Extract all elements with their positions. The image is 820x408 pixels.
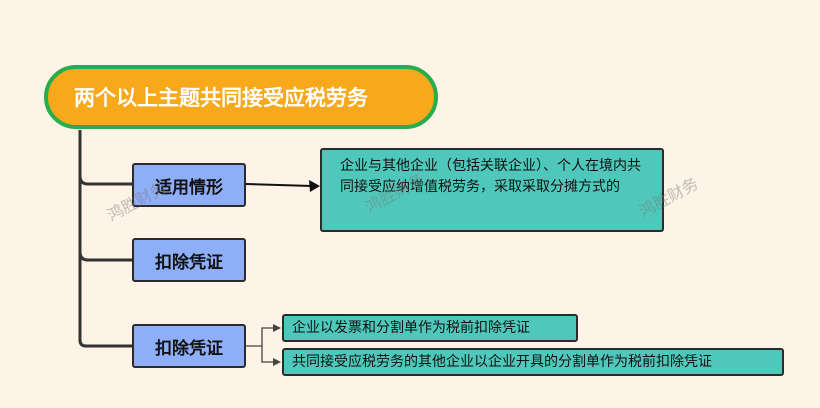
node-applicable-label: 适用情形 bbox=[155, 177, 223, 198]
node-applicable: 适用情形 bbox=[132, 163, 246, 207]
branch-applicable bbox=[78, 175, 132, 186]
note-deduction-b: 共同接受应税劳务的其他企业以企业开具的分割单作为税前扣除凭证 bbox=[282, 348, 784, 376]
branch-deduction-1 bbox=[78, 251, 132, 262]
fork-down bbox=[261, 346, 274, 363]
diagram-title: 两个以上主题共同接受应税劳务 bbox=[44, 65, 438, 129]
node-deduction-2-label: 扣除凭证 bbox=[155, 338, 223, 359]
trunk-line bbox=[78, 130, 132, 348]
fork-up bbox=[246, 327, 274, 347]
node-deduction-1: 扣除凭证 bbox=[132, 238, 246, 282]
fork-up-head bbox=[273, 324, 281, 332]
title-text: 两个以上主题共同接受应税劳务 bbox=[74, 86, 368, 110]
note-deduction-b-text: 共同接受应税劳务的其他企业以企业开具的分割单作为税前扣除凭证 bbox=[292, 354, 712, 370]
note-deduction-a-text: 企业以发票和分割单作为税前扣除凭证 bbox=[292, 320, 530, 336]
arrow-head bbox=[309, 180, 320, 192]
node-deduction-1-label: 扣除凭证 bbox=[155, 252, 223, 273]
arrow-line bbox=[245, 183, 313, 187]
note-deduction-a: 企业以发票和分割单作为税前扣除凭证 bbox=[282, 314, 578, 342]
node-deduction-2: 扣除凭证 bbox=[132, 324, 246, 368]
note-applicable-text: 企业与其他企业（包括关联企业）、个人在境内共同接受应纳增值税劳务，采取采取分摊方… bbox=[340, 158, 641, 195]
fork-down-head bbox=[273, 358, 281, 366]
note-applicable: 企业与其他企业（包括关联企业）、个人在境内共同接受应纳增值税劳务，采取采取分摊方… bbox=[320, 148, 664, 232]
